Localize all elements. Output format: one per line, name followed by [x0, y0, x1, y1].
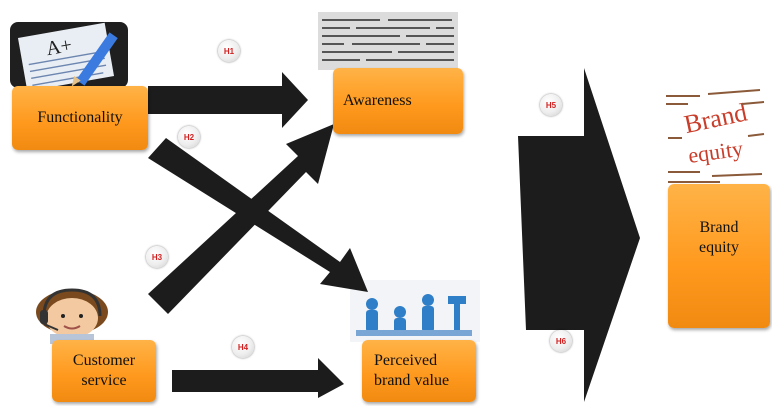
a-plus-paper-pencil-icon: A+: [10, 22, 128, 92]
node-functionality: Functionality: [12, 86, 148, 150]
arrow-customer-service-to-awareness: [148, 124, 334, 314]
support-agent-headset-icon: [36, 288, 108, 344]
arrow-to-brand-equity: [518, 68, 640, 402]
hypothesis-badge-h1: H1: [218, 40, 240, 62]
hypothesis-badge-h5: H5: [540, 94, 562, 116]
node-perceived-brand-value: Perceived brand value: [362, 340, 476, 402]
word-cloud-icon: [318, 12, 458, 70]
hypothesis-badge-h3: H3: [146, 246, 168, 268]
hypothesis-badge-h6: H6: [550, 330, 572, 352]
arrow-customer-service-to-perceived-value: [172, 358, 344, 398]
node-customer-service: Customer service: [52, 340, 156, 402]
teamwork-figures-icon: [350, 280, 480, 342]
svg-text:A+: A+: [44, 34, 73, 60]
node-brand-equity: Brand equity: [668, 184, 770, 328]
hypothesis-badge-h2: H2: [178, 126, 200, 148]
node-awareness: Awareness: [333, 68, 463, 134]
hypothesis-badge-h4: H4: [232, 336, 254, 358]
arrow-functionality-to-awareness: [148, 72, 308, 128]
brand-equity-word-cloud-icon: Brand equity: [662, 86, 766, 186]
